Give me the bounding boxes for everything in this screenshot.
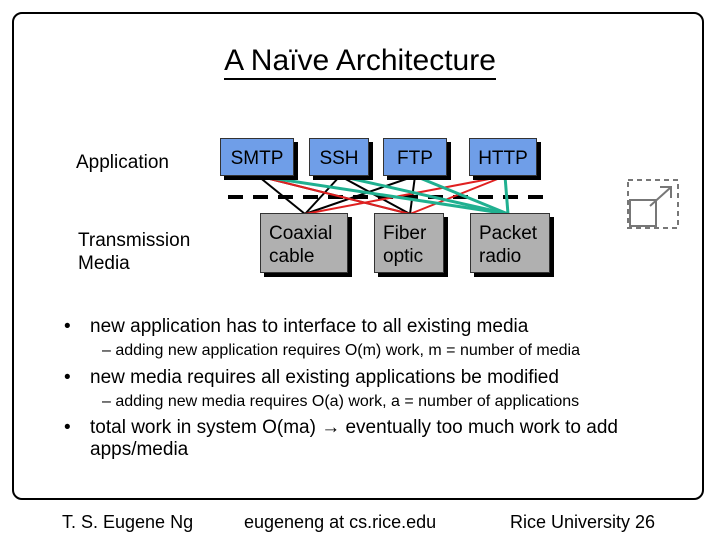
slide-frame [12,12,704,500]
app-box-ssh: SSH [309,138,369,176]
bullet-dot: • [64,367,71,388]
media-box-coaxial: Coaxial cable [260,213,348,273]
media-box-fiber: Fiber optic [374,213,444,273]
media-box-packet: Packet radio [470,213,550,273]
bullet-dot: • [64,417,71,438]
sub-bullet-2: – adding new media requires O(a) work, a… [102,393,580,410]
bullet-1: • new application has to interface to al… [64,316,529,337]
teal-connections [257,174,510,216]
footer-page: Rice University 26 [510,512,656,532]
sub-bullet-1: – adding new application requires O(m) w… [102,342,580,359]
app-box-smtp: SMTP [220,138,294,176]
bullet-2: • new media requires all existing applic… [64,367,559,388]
red-connections [257,175,506,215]
bullet-3: • total work in system O(ma) → eventuall… [64,417,618,460]
app-box-ftp: FTP [383,138,447,176]
footer-email: eugeneng at cs.rice.edu [244,512,437,532]
row-label-media: Transmission Media [78,230,191,274]
slide-title: A Naïve Architecture [0,44,720,80]
row-label-application: Application [76,152,169,173]
bullet-dot: • [64,316,71,337]
app-box-http: HTTP [469,138,537,176]
expand-arrow-icon[interactable] [626,178,680,230]
footer-author: T. S. Eugene Ng [62,512,194,532]
